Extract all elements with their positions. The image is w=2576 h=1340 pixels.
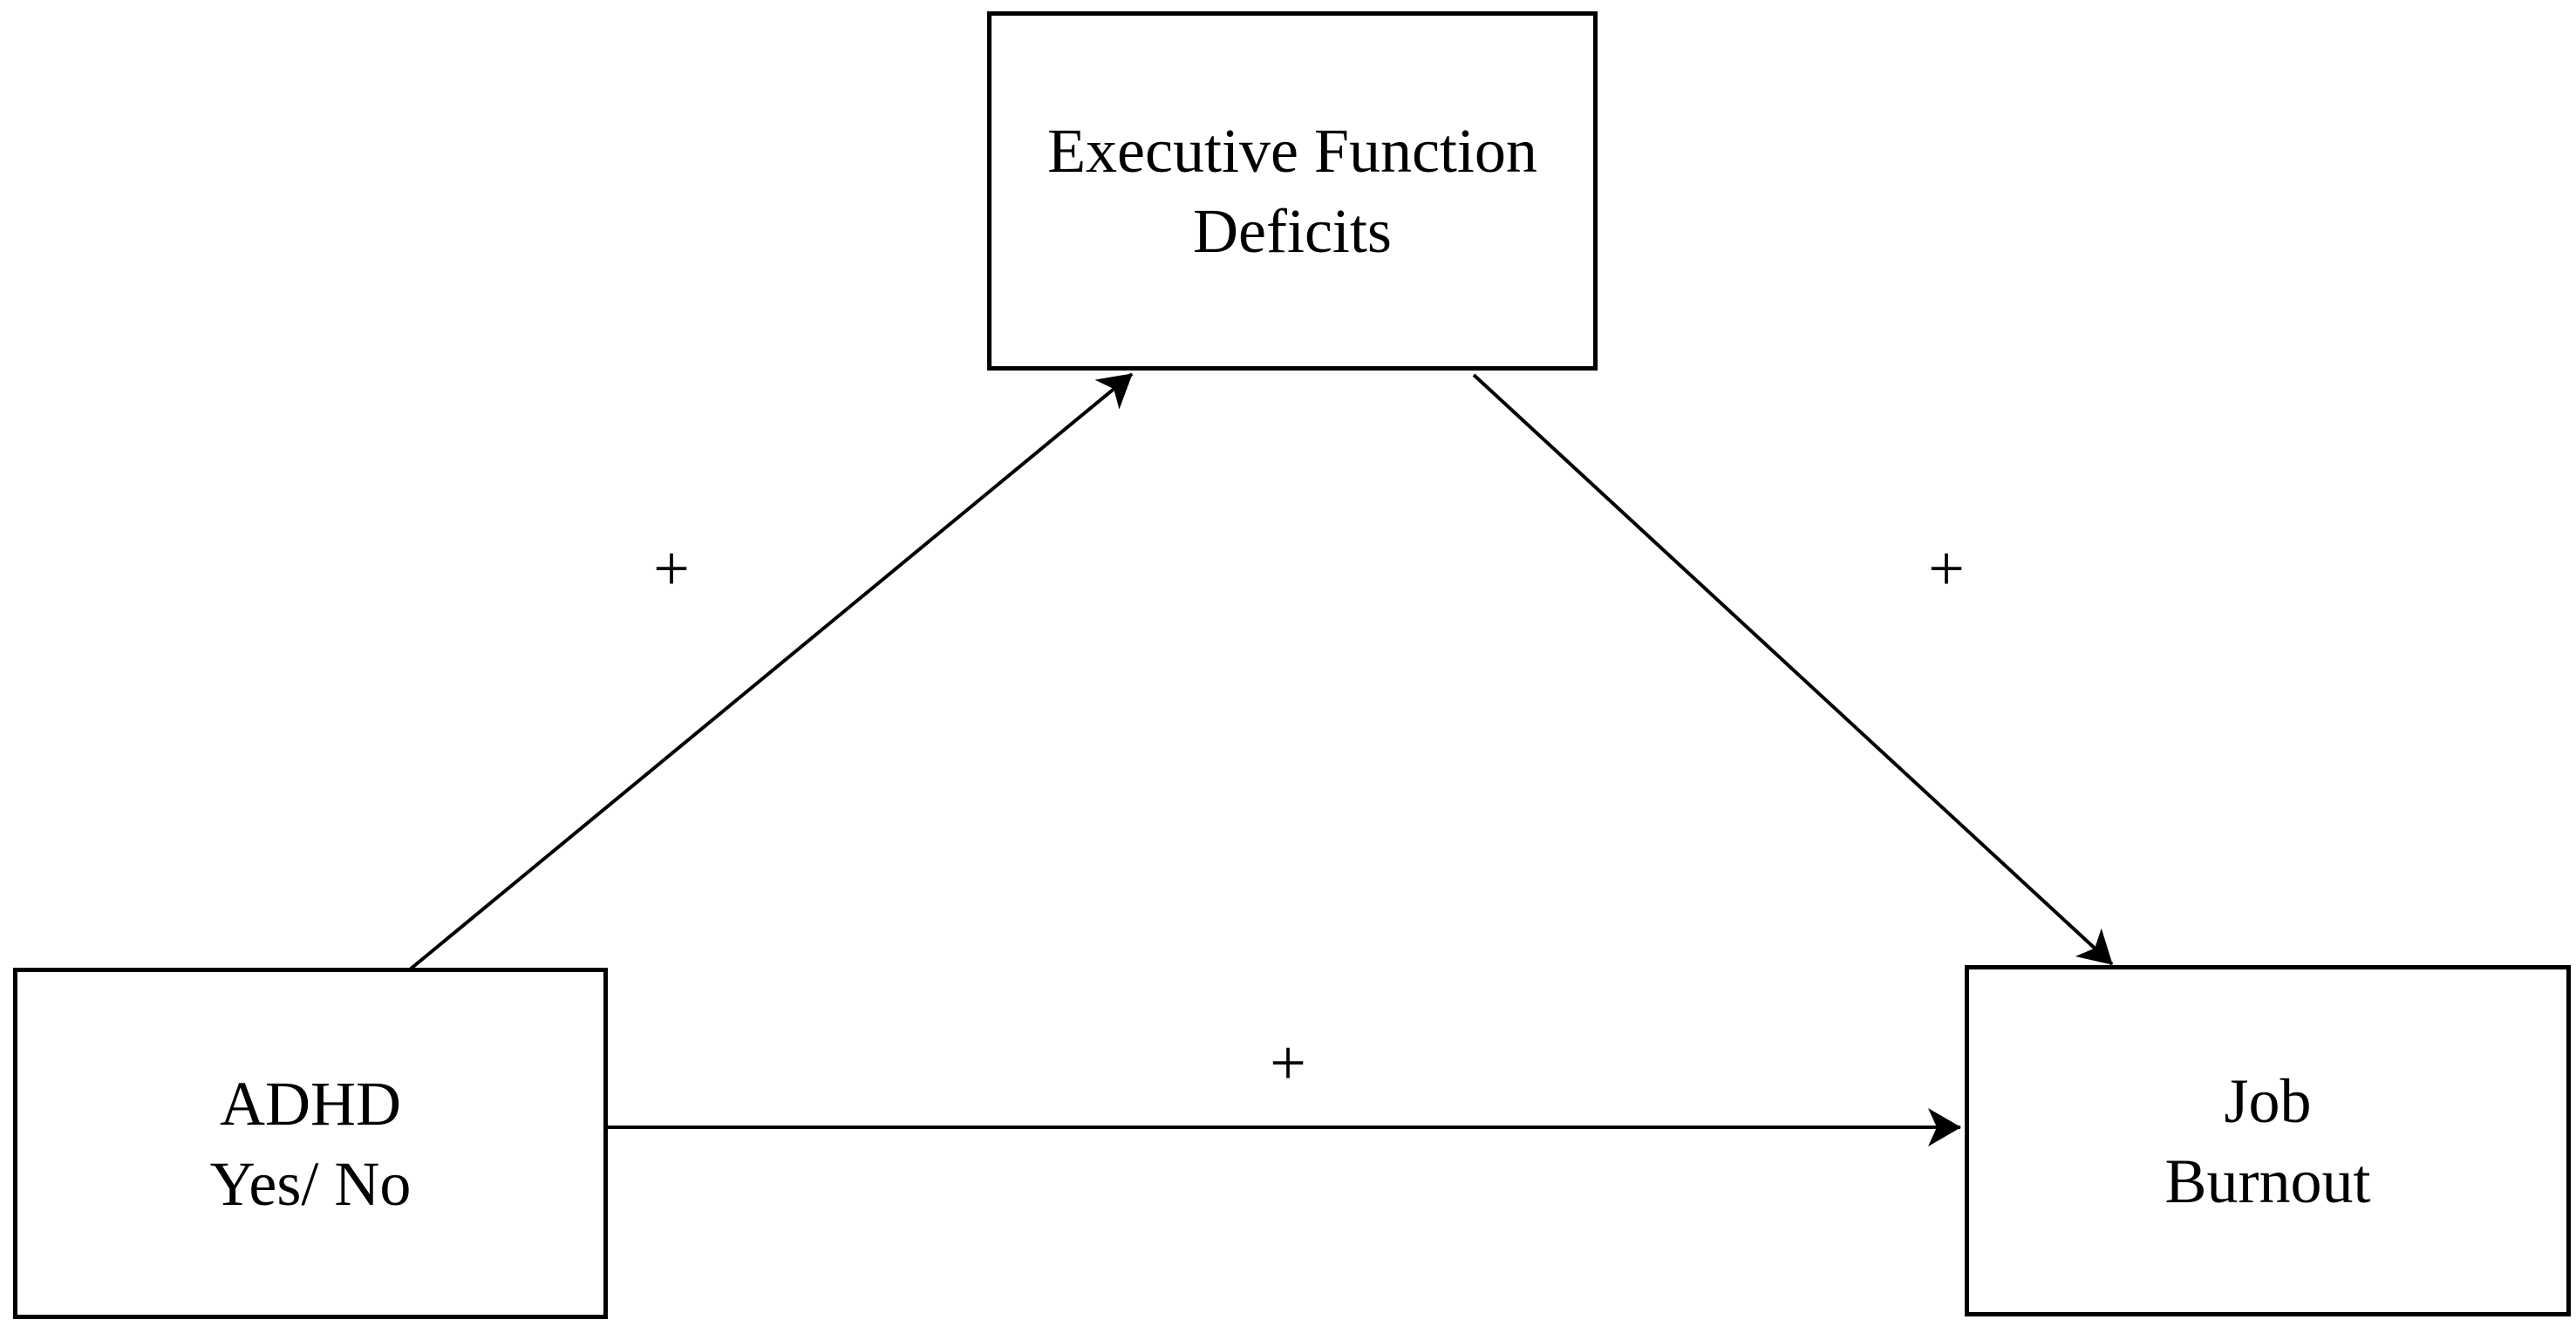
path-sign-efd-to-burnout: + (1928, 534, 1965, 605)
node-executive-function-deficits: Executive Function Deficits (987, 11, 1598, 371)
node-job-burnout: Job Burnout (1965, 965, 2571, 1316)
node-label-line: Burnout (2164, 1146, 2371, 1216)
node-adhd: ADHD Yes/ No (13, 968, 608, 1319)
path-sign-adhd-to-burnout: + (1270, 1028, 1306, 1099)
arrow-efd-to-burnout (1472, 373, 2114, 966)
path-sign-adhd-to-efd: + (653, 534, 690, 605)
node-label-line: Executive Function (1047, 116, 1537, 186)
node-label-line: Yes/ No (209, 1148, 412, 1219)
node-label-line: Job (2224, 1065, 2312, 1136)
node-label-line: Deficits (1193, 196, 1392, 266)
arrow-adhd-to-efd (408, 372, 1134, 971)
node-label-line: ADHD (220, 1068, 401, 1139)
